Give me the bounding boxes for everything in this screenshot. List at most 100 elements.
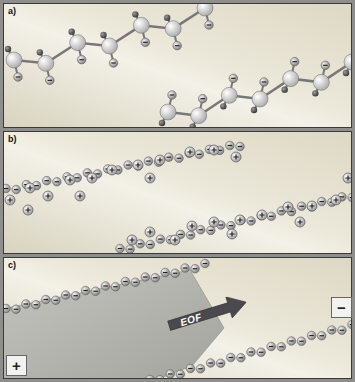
negative-charge	[168, 91, 177, 100]
negative-charge	[186, 364, 195, 373]
positive-ion	[145, 227, 155, 237]
positive-ion	[133, 160, 143, 170]
negative-charge	[195, 150, 204, 159]
negative-charge	[166, 370, 175, 379]
negative-charge	[267, 342, 276, 351]
panel-frame: c) EOF − +	[3, 257, 352, 379]
node-label: −	[337, 300, 346, 315]
negative-charge	[101, 282, 110, 291]
negative-charge	[317, 331, 326, 340]
node-label: c)	[8, 260, 16, 270]
negative-charge	[236, 142, 245, 151]
negative-charge	[121, 277, 130, 286]
arrow-body	[165, 292, 249, 337]
negative-charge	[287, 337, 296, 346]
negative-charge	[141, 38, 150, 47]
negative-charge	[181, 264, 190, 273]
positive-ion	[235, 215, 245, 225]
negative-charge	[71, 291, 80, 300]
negative-charge	[161, 268, 170, 277]
negative-charge	[227, 221, 236, 230]
positive-ion	[145, 173, 155, 183]
negative-charge	[290, 57, 299, 66]
positive-ion	[87, 173, 97, 183]
negative-charge	[198, 94, 207, 103]
arrow-shape	[165, 292, 249, 337]
negative-charge	[3, 304, 10, 313]
electrode-box: −	[331, 297, 352, 318]
negative-charge	[321, 61, 330, 70]
negative-charge	[12, 305, 21, 314]
positive-ion	[257, 210, 267, 220]
negative-charge	[206, 359, 215, 368]
negative-charge	[267, 212, 276, 221]
negative-charge	[173, 41, 182, 50]
negative-charge	[307, 331, 316, 340]
node-label: +	[12, 358, 21, 373]
negative-charge	[191, 264, 200, 273]
positive-ion	[227, 229, 237, 239]
negative-charge	[81, 286, 90, 295]
node-label: b)	[8, 134, 17, 144]
negative-charge	[22, 300, 31, 309]
negative-charge	[42, 176, 51, 185]
negative-charge	[247, 217, 256, 226]
panel-frame: a)	[3, 3, 352, 128]
silica-chains	[5, 3, 352, 128]
negative-charge	[12, 185, 21, 194]
positive-ion	[107, 165, 117, 175]
negative-charge	[277, 342, 286, 351]
panel-frame: b)	[3, 131, 352, 254]
negative-charge	[53, 177, 62, 186]
negative-charge	[46, 76, 55, 85]
negative-charge	[297, 202, 306, 211]
positive-ion	[75, 191, 85, 201]
negative-charge	[14, 73, 23, 82]
double-layer	[3, 141, 352, 253]
negative-charge	[51, 296, 60, 305]
negative-charge	[196, 225, 205, 234]
negative-charge	[226, 141, 235, 150]
positive-ion	[231, 152, 241, 162]
positive-ion	[23, 205, 33, 215]
negative-charge	[141, 273, 150, 282]
negative-charge	[91, 287, 100, 296]
negative-charge	[297, 337, 306, 346]
negative-charge	[175, 154, 184, 163]
negative-charge	[216, 359, 225, 368]
negative-charge	[205, 21, 214, 30]
negative-charge	[124, 161, 133, 170]
negative-charge	[186, 231, 195, 240]
negative-charge	[116, 244, 125, 253]
negative-charge	[328, 326, 337, 335]
negative-charge	[111, 282, 120, 291]
positive-ion	[5, 195, 15, 205]
positive-ion	[283, 202, 293, 212]
negative-charge	[206, 226, 215, 235]
positive-ion	[343, 173, 352, 183]
negative-charge	[109, 59, 118, 68]
positive-ion	[170, 235, 180, 245]
negative-charge	[171, 269, 180, 278]
negative-charge	[338, 326, 347, 335]
negative-charge	[151, 273, 160, 282]
negative-charge	[131, 278, 140, 287]
positive-ion	[155, 155, 165, 165]
panel-ground	[3, 131, 352, 254]
negative-charge	[32, 300, 41, 309]
negative-charge	[247, 348, 256, 357]
positive-ion	[295, 217, 305, 227]
positive-ion	[65, 175, 75, 185]
negative-charge	[317, 197, 326, 206]
node-label: EOF	[167, 311, 203, 331]
negative-charge	[229, 74, 238, 83]
negative-charge	[3, 184, 10, 193]
negative-charge	[237, 353, 246, 362]
negative-charge	[146, 240, 155, 249]
positive-ion	[25, 183, 35, 193]
negative-charge	[126, 245, 135, 254]
node-label: a)	[8, 6, 16, 16]
negative-charge	[260, 78, 269, 87]
panel-ground	[3, 3, 352, 128]
